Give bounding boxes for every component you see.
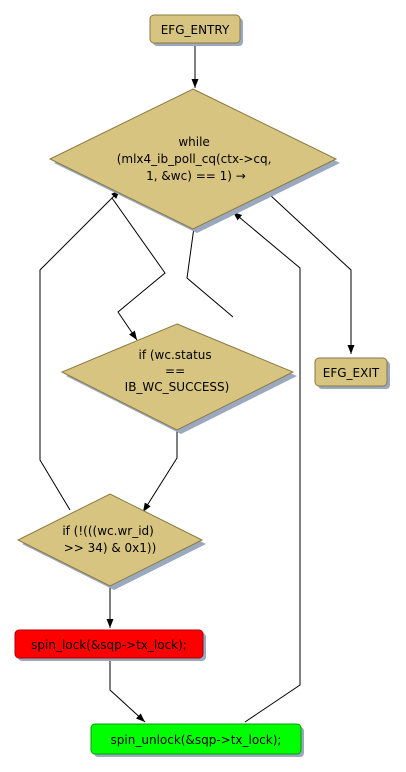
- edge-lock-to-unlock: [109, 658, 146, 723]
- edge-while-to-status: [111, 197, 166, 341]
- status-decision-shape: [60, 323, 295, 431]
- status-label-line-3: IB_WC_SUCCESS): [125, 380, 230, 394]
- edge-status-back-to-while: [186, 219, 234, 318]
- entry-node[interactable]: EFG_ENTRY: [149, 14, 243, 46]
- exit-node-label: EFG_EXIT: [323, 366, 380, 380]
- edge-wrid-back-to-while: [39, 189, 121, 511]
- while-decision-shape: [48, 88, 338, 230]
- status-label-line-2: ==: [165, 364, 185, 378]
- status-decision[interactable]: if (wc.status == IB_WC_SUCCESS): [60, 323, 297, 434]
- wrid-label-line-2: >> 34) & 0x1)): [64, 541, 157, 555]
- wrid-decision[interactable]: if (!(((wc.wr_id) >> 34) & 0x1)): [16, 493, 206, 590]
- spin-lock-box: [14, 629, 204, 659]
- wrid-decision-label: if (!(((wc.wr_id) >> 34) & 0x1)): [62, 524, 157, 555]
- edge-status-to-wrid: [142, 430, 178, 513]
- while-label-line-2: (mlx4_ib_poll_cq(ctx->cq,: [117, 152, 272, 166]
- spin-unlock-node[interactable]: spin_unlock(&sqp->tx_lock);: [90, 723, 304, 757]
- spin-unlock-label: spin_unlock(&sqp->tx_lock);: [111, 733, 282, 747]
- while-label-line-3: 1, &wc) == 1) →: [146, 169, 246, 183]
- while-label-line-1: while: [178, 135, 209, 149]
- while-decision[interactable]: while (mlx4_ib_poll_cq(ctx->cq, 1, &wc) …: [48, 88, 340, 233]
- while-decision-label: while (mlx4_ib_poll_cq(ctx->cq, 1, &wc) …: [117, 135, 276, 183]
- edge-unlock-back-to-while: [232, 211, 301, 723]
- spin-lock-node[interactable]: spin_lock(&sqp->tx_lock);: [14, 629, 206, 661]
- spin-lock-label: spin_lock(&sqp->tx_lock);: [31, 638, 187, 652]
- status-label-line-1: if (wc.status: [139, 348, 212, 362]
- spin-unlock-box: [90, 723, 302, 755]
- exit-node[interactable]: EFG_EXIT: [314, 357, 390, 389]
- edge-while-to-exit: [269, 194, 355, 354]
- edges: [39, 45, 355, 723]
- status-decision-label: if (wc.status == IB_WC_SUCCESS): [125, 348, 230, 394]
- wrid-label-line-1: if (!(((wc.wr_id): [62, 524, 154, 538]
- wrid-decision-shape: [16, 493, 204, 587]
- exit-node-box: [314, 357, 388, 387]
- entry-node-label: EFG_ENTRY: [161, 23, 230, 37]
- entry-node-box: [149, 14, 241, 44]
